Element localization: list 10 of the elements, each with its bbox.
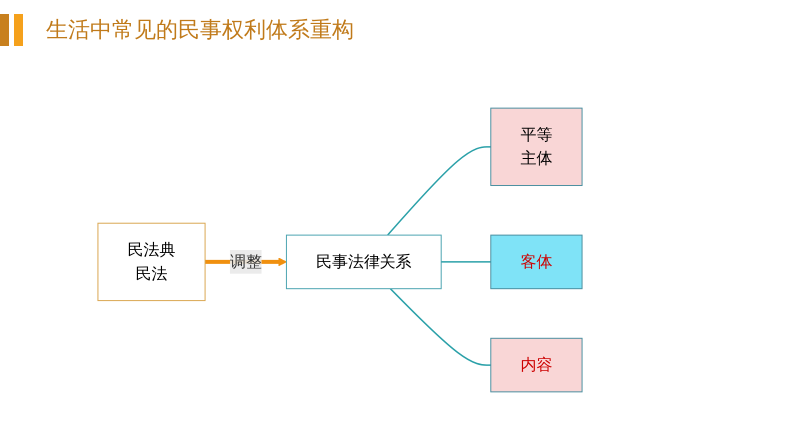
node-box: 民法典 民法 xyxy=(97,222,206,302)
connector xyxy=(387,146,491,236)
connector xyxy=(441,261,491,263)
edge-label: 调整 xyxy=(230,252,262,271)
node-box: 内容 xyxy=(490,338,583,392)
node-box: 客体 xyxy=(490,234,583,290)
node-box: 民事法律关系 xyxy=(286,234,442,290)
connector xyxy=(390,288,491,366)
title: 生活中常见的民事权利体系重构 xyxy=(46,17,354,45)
node-box: 平等 主体 xyxy=(490,108,583,186)
